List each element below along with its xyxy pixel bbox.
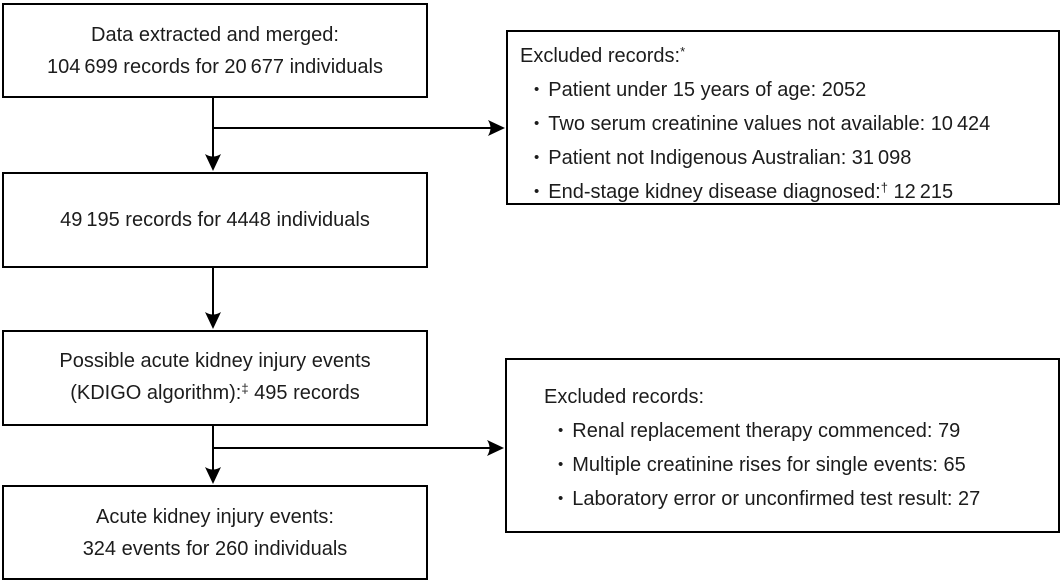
list-item: • Multiple creatinine rises for single e… (558, 449, 1052, 483)
excluded-records-2-list: • Renal replacement therapy commenced: 7… (544, 415, 1052, 517)
bullet-icon: • (558, 490, 564, 507)
list-item: • Two serum creatinine values not availa… (534, 108, 1052, 142)
arrow-step3-to-step4 (205, 426, 221, 484)
bullet-icon: • (534, 81, 540, 98)
arrow-step2-to-step3 (205, 268, 221, 329)
arrow-to-exclusions1 (212, 120, 505, 136)
step-box-aki-events: Acute kidney injury events: 324 events f… (2, 485, 428, 580)
list-item: • Laboratory error or unconfirmed test r… (558, 483, 1052, 517)
list-item-text: Patient under 15 years of age: 2052 (548, 79, 867, 101)
list-item: • End-stage kidney disease diagnosed:† 1… (534, 176, 1052, 210)
arrow-step1-to-step2 (205, 98, 221, 171)
step3-line1: Possible acute kidney injury events (59, 350, 371, 372)
excluded-records-box-1: Excluded records:* • Patient under 15 ye… (506, 30, 1060, 205)
bullet-icon: • (558, 456, 564, 473)
list-item: • Patient not Indigenous Australian: 31 … (534, 142, 1052, 176)
list-item: • Renal replacement therapy commenced: 7… (558, 415, 1052, 449)
step3-line2-text: (KDIGO algorithm): (70, 382, 242, 404)
dagger-footnote-marker: † (880, 180, 888, 195)
step3-line2-count: 495 records (248, 382, 360, 404)
excluded-records-2-title-text: Excluded records: (544, 386, 705, 408)
step4-line2: 324 events for 260 individuals (82, 537, 348, 560)
excluded-records-box-2: Excluded records: • Renal replacement th… (505, 358, 1060, 533)
step-box-possible-aki-events: Possible acute kidney injury events (KDI… (2, 330, 428, 426)
bullet-icon: • (558, 422, 564, 439)
list-item-text: Multiple creatinine rises for single eve… (572, 454, 966, 476)
list-item: • Patient under 15 years of age: 2052 (534, 74, 1052, 108)
step4-line1: Acute kidney injury events: (96, 505, 334, 528)
double-dagger-footnote-marker: ‡ (241, 381, 249, 396)
list-item-text: Renal replacement therapy commenced: 79 (572, 420, 961, 442)
step1-line1: Data extracted and merged: (91, 23, 339, 46)
arrow-to-exclusions2 (212, 440, 504, 456)
bullet-icon: • (534, 115, 540, 132)
bullet-icon: • (534, 149, 540, 166)
excluded-records-2-title: Excluded records: (544, 381, 1052, 415)
list-item-text: Patient not Indigenous Australian: 31 09… (548, 147, 912, 169)
excluded-records-1-list: • Patient under 15 years of age: 2052 • … (520, 74, 1052, 210)
step3-line2: (KDIGO algorithm):‡ 495 records (70, 377, 360, 411)
step-box-filtered-records: 49 195 records for 4448 individuals (2, 172, 428, 268)
step-box-data-extracted: Data extracted and merged: 104 699 recor… (2, 3, 428, 98)
list-item-text: Two serum creatinine values not availabl… (548, 113, 991, 135)
step1-line2: 104 699 records for 20 677 individuals (46, 55, 383, 78)
list-item-text: End-stage kidney disease diagnosed:† 12 … (548, 180, 954, 203)
asterisk-footnote-marker: * (680, 44, 686, 59)
excluded-records-1-title: Excluded records:* (520, 40, 1052, 74)
excluded-records-1-title-text: Excluded records: (520, 45, 681, 67)
step2-line1: 49 195 records for 4448 individuals (60, 209, 370, 231)
bullet-icon: • (534, 183, 540, 200)
list-item-text: Laboratory error or unconfirmed test res… (572, 488, 981, 510)
